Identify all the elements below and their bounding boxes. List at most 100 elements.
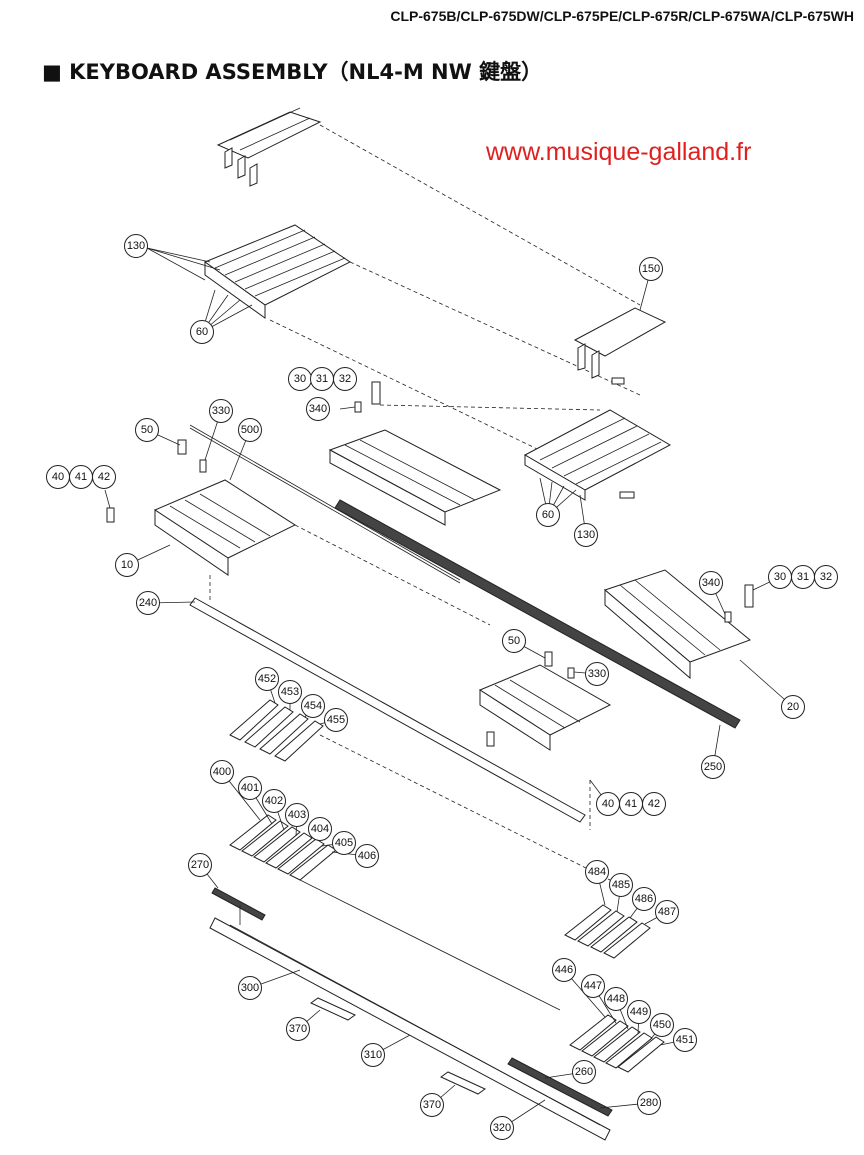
callout-370-a: 370 [286, 1017, 310, 1041]
callout-340-upper: 340 [306, 397, 330, 421]
callout-260: 260 [572, 1060, 596, 1084]
callout-401: 401 [238, 776, 262, 800]
callout-310: 310 [361, 1043, 385, 1067]
svg-text:500: 500 [241, 424, 259, 436]
callout-500: 500 [238, 418, 262, 442]
callout-452: 452 [255, 667, 279, 691]
hammer-group-452 [229, 699, 324, 762]
key-strip-300 [209, 917, 611, 1141]
callout-250: 250 [701, 755, 725, 779]
felt-strip-270 [211, 887, 266, 921]
svg-text:451: 451 [676, 1034, 694, 1046]
svg-text:42: 42 [98, 471, 110, 483]
svg-text:485: 485 [612, 879, 630, 891]
model-list-header: CLP-675B/CLP-675DW/CLP-675PE/CLP-675R/CL… [390, 8, 854, 24]
svg-text:270: 270 [191, 859, 209, 871]
svg-text:31: 31 [316, 373, 328, 385]
callout-40-left: 40 [46, 465, 70, 489]
svg-text:447: 447 [584, 980, 602, 992]
felt-strip-260 [507, 1057, 613, 1117]
svg-text:450: 450 [653, 1019, 671, 1031]
callout-487: 487 [655, 900, 679, 924]
svg-text:280: 280 [640, 1097, 658, 1109]
callout-486: 486 [632, 887, 656, 911]
key-frame-20 [603, 569, 754, 680]
callout-485: 485 [609, 873, 633, 897]
svg-text:300: 300 [241, 982, 259, 994]
callout-400: 400 [210, 760, 234, 784]
svg-text:401: 401 [241, 782, 259, 794]
callout-446: 446 [552, 958, 576, 982]
top-key-group [216, 107, 322, 187]
callout-455: 455 [324, 708, 348, 732]
hammer-group-484 [564, 904, 651, 959]
svg-text:150: 150 [642, 263, 660, 275]
svg-text:486: 486 [635, 893, 653, 905]
callout-150: 150 [639, 257, 663, 281]
callout-32-upper: 32 [333, 367, 357, 391]
svg-text:240: 240 [139, 597, 157, 609]
callout-454: 454 [301, 694, 325, 718]
svg-text:449: 449 [630, 1006, 648, 1018]
callout-453: 453 [278, 680, 302, 704]
svg-text:41: 41 [625, 798, 637, 810]
svg-text:453: 453 [281, 686, 299, 698]
callout-31-upper: 31 [310, 367, 334, 391]
callout-50-lower: 50 [502, 629, 526, 653]
callout-41-right: 41 [619, 792, 643, 816]
svg-text:484: 484 [588, 866, 606, 878]
svg-text:50: 50 [508, 635, 520, 647]
callout-280: 280 [637, 1091, 661, 1115]
callout-31-lower: 31 [791, 565, 815, 589]
svg-text:404: 404 [311, 823, 329, 835]
svg-text:40: 40 [52, 471, 64, 483]
svg-text:320: 320 [493, 1122, 511, 1134]
callout-42-left: 42 [92, 465, 116, 489]
svg-text:452: 452 [258, 673, 276, 685]
svg-text:40: 40 [602, 798, 614, 810]
svg-text:260: 260 [575, 1066, 593, 1078]
callout-130-left: 130 [124, 234, 148, 258]
svg-text:370: 370 [289, 1023, 307, 1035]
svg-text:446: 446 [555, 964, 573, 976]
callout-450: 450 [650, 1013, 674, 1037]
callout-60-left: 60 [190, 320, 214, 344]
callout-330-upper: 330 [209, 399, 233, 423]
callout-447: 447 [581, 974, 605, 998]
white-key-group-right [523, 409, 672, 501]
svg-text:30: 30 [294, 373, 306, 385]
hammer-group-446 [569, 1014, 665, 1073]
svg-text:403: 403 [288, 809, 306, 821]
callout-41-left: 41 [69, 465, 93, 489]
svg-text:340: 340 [309, 403, 327, 415]
callout-330-lower: 330 [585, 662, 609, 686]
svg-text:330: 330 [588, 668, 606, 680]
svg-text:400: 400 [213, 766, 231, 778]
callout-340-lower: 340 [699, 571, 723, 595]
key-frame-10 [106, 439, 297, 576]
svg-text:402: 402 [265, 795, 283, 807]
callout-20: 20 [781, 695, 805, 719]
svg-text:487: 487 [658, 906, 676, 918]
svg-text:50: 50 [141, 424, 153, 436]
callout-451: 451 [673, 1028, 697, 1052]
svg-text:10: 10 [121, 559, 133, 571]
callout-30-lower: 30 [768, 565, 792, 589]
svg-text:130: 130 [577, 529, 595, 541]
callout-484: 484 [585, 860, 609, 884]
callout-60-right: 60 [536, 503, 560, 527]
svg-text:32: 32 [339, 373, 351, 385]
callout-240: 240 [136, 591, 160, 615]
svg-text:405: 405 [335, 837, 353, 849]
svg-text:406: 406 [358, 850, 376, 862]
callout-10: 10 [115, 553, 139, 577]
callout-406: 406 [355, 844, 379, 868]
white-key-group-left [203, 224, 351, 319]
black-key-group-right [573, 307, 667, 385]
key-frame-lower-right [478, 651, 612, 751]
callout-300: 300 [238, 976, 262, 1000]
callout-32-lower: 32 [814, 565, 838, 589]
svg-text:60: 60 [196, 326, 208, 338]
callout-402: 402 [262, 789, 286, 813]
